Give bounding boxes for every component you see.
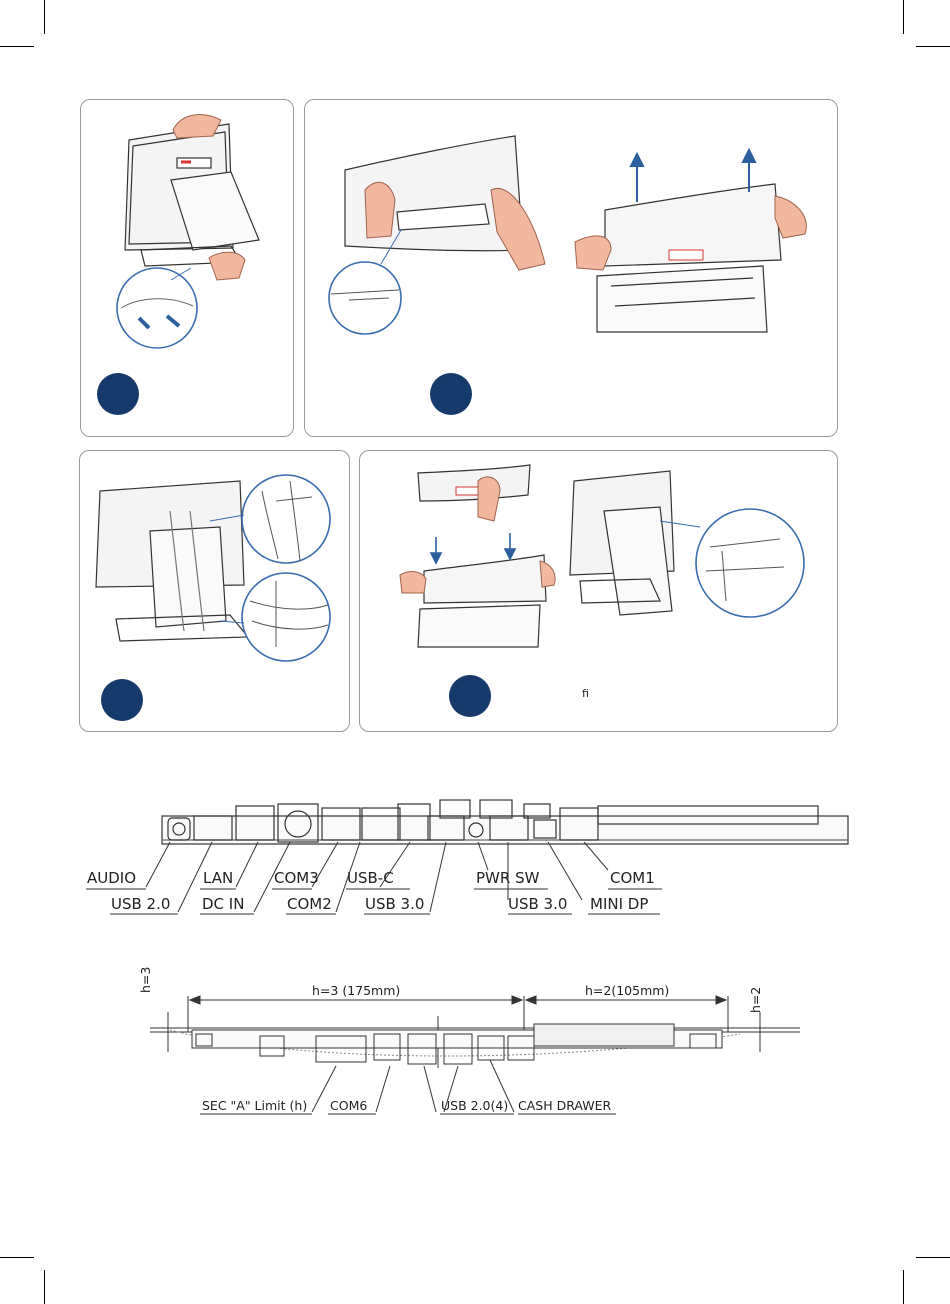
- label-lan: LAN: [203, 869, 233, 887]
- label-usb30-right: USB 3.0: [508, 895, 567, 913]
- label-minidp: MINI DP: [590, 895, 648, 913]
- cover-reinstall-illustration: [360, 451, 837, 731]
- step-panel-1: [80, 99, 294, 437]
- crop-mark: [44, 0, 45, 34]
- callout-circle: [242, 475, 330, 563]
- dim-h2-span: h=2(105mm): [585, 983, 669, 998]
- label-audio: AUDIO: [87, 869, 136, 887]
- hand-icon: [365, 182, 395, 238]
- hand-icon: [400, 572, 426, 593]
- step-panel-3: [79, 450, 350, 732]
- hand-icon: [478, 477, 500, 521]
- hand-icon: [540, 561, 555, 587]
- crop-mark: [44, 1270, 45, 1304]
- label-usb20-4: USB 2.0(4): [441, 1098, 508, 1113]
- hand-icon: [173, 115, 221, 138]
- step-number-badge: [449, 675, 491, 717]
- dim-h3-span: h=3 (175mm): [312, 983, 400, 998]
- step-note: ﬁ: [582, 687, 589, 700]
- label-pwrsw: PWR SW: [476, 869, 539, 887]
- step-number-badge: [430, 373, 472, 415]
- dim-h2-right: h=2: [748, 987, 763, 1013]
- label-com6: COM6: [330, 1098, 367, 1113]
- step-panel-2: [304, 99, 838, 437]
- arrow-icon: [431, 533, 515, 563]
- crop-mark: [916, 46, 950, 47]
- crop-mark: [903, 0, 904, 34]
- label-usb20: USB 2.0: [111, 895, 170, 913]
- label-usbc: USB-C: [347, 869, 394, 887]
- step-number-badge: [101, 679, 143, 721]
- callout-circle: [329, 262, 401, 334]
- hand-icon: [209, 252, 245, 280]
- label-sec-limit: SEC "A" Limit (h): [202, 1098, 307, 1113]
- step-panel-4: ﬁ: [359, 450, 838, 732]
- label-cash-drawer: CASH DRAWER: [518, 1098, 611, 1113]
- label-dcin: DC IN: [202, 895, 244, 913]
- label-usb30-left: USB 3.0: [365, 895, 424, 913]
- label-com2: COM2: [287, 895, 332, 913]
- crop-mark: [916, 1257, 950, 1258]
- crop-mark: [903, 1270, 904, 1304]
- callout-circle: [696, 509, 804, 617]
- callout-circle: [117, 268, 197, 348]
- crop-mark: [0, 1257, 34, 1258]
- label-com3: COM3: [274, 869, 319, 887]
- dim-h3-left: h=3: [138, 967, 153, 993]
- crop-mark: [0, 46, 34, 47]
- cover-removal-illustration: [305, 100, 837, 436]
- label-com1: COM1: [610, 869, 655, 887]
- callout-circle: [242, 573, 330, 661]
- step-number-badge: [97, 373, 139, 415]
- hand-icon: [775, 196, 806, 238]
